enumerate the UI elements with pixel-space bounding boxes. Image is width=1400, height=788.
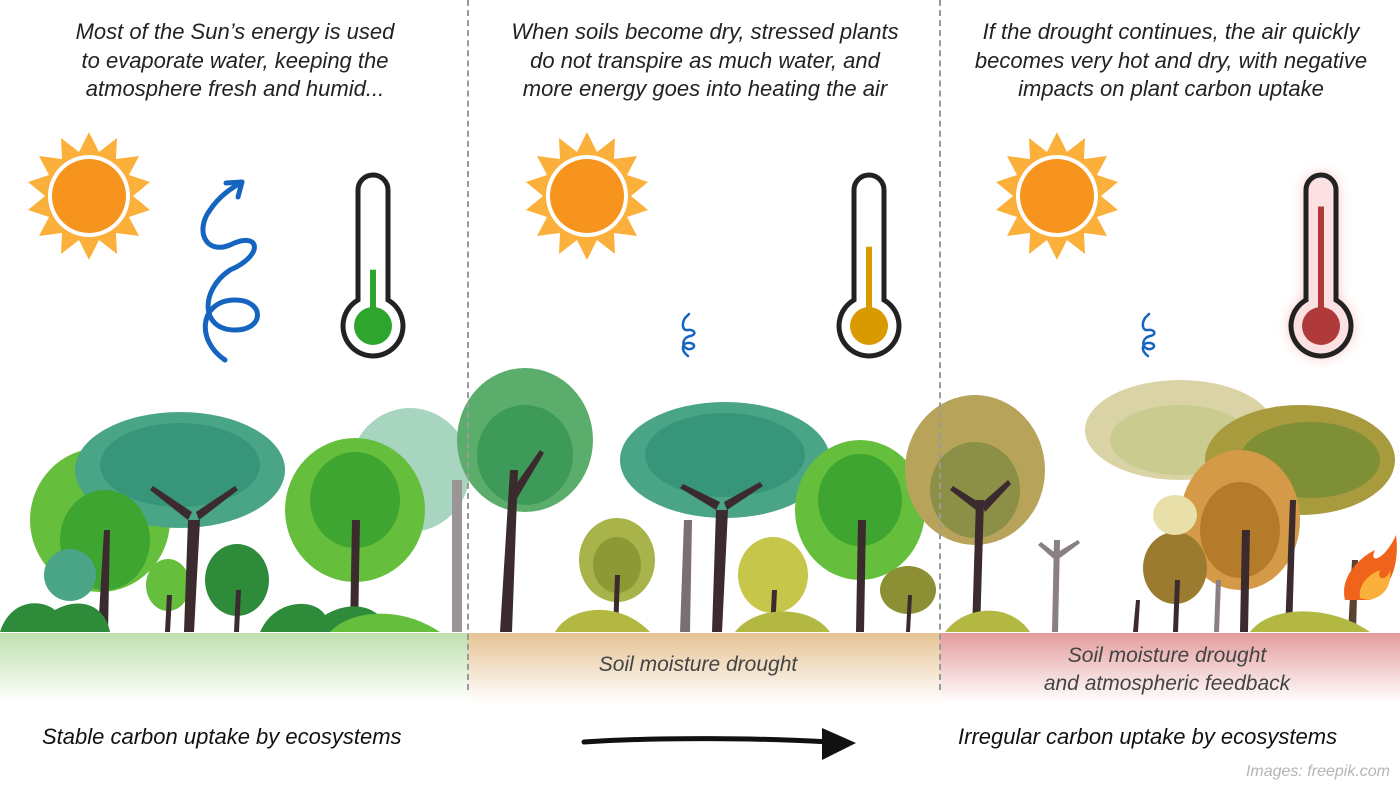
evaporation-spiral-icon (681, 312, 696, 358)
stable-uptake-label: Stable carbon uptake by ecosystems (42, 724, 402, 749)
panel-1-caption: Most of the Sun’s energy is used to evap… (75, 19, 395, 101)
thermometer-icon (1288, 172, 1354, 359)
healthy-ground (0, 633, 468, 703)
drought-forest (457, 368, 936, 632)
soil-label-drought: Soil moisture drought (598, 653, 798, 676)
arrow-right-icon (581, 728, 856, 760)
evaporation-spiral-icon (200, 179, 260, 363)
sun-icon (28, 132, 150, 260)
sun-icon (996, 132, 1118, 260)
thermometer-icon (836, 172, 902, 359)
soil-label-feedback: Soil moisture drought and atmospheric fe… (1043, 644, 1291, 695)
irregular-uptake-label: Irregular carbon uptake by ecosystems (958, 724, 1338, 749)
panel-divider (939, 0, 941, 690)
sun-icon (526, 132, 648, 260)
evaporation-spiral-icon (1141, 312, 1156, 358)
panel-divider (467, 0, 469, 690)
stressed-forest (905, 380, 1397, 632)
feedback-ground (940, 633, 1400, 703)
drought-ground (468, 633, 940, 703)
panel-2-caption: When soils become dry, stressed plants d… (511, 19, 899, 101)
thermometer-icon (340, 172, 406, 359)
healthy-forest (0, 408, 470, 632)
panel-3-caption: If the drought continues, the air quickl… (974, 19, 1368, 101)
image-credit: Images: freepik.com (1245, 763, 1390, 780)
